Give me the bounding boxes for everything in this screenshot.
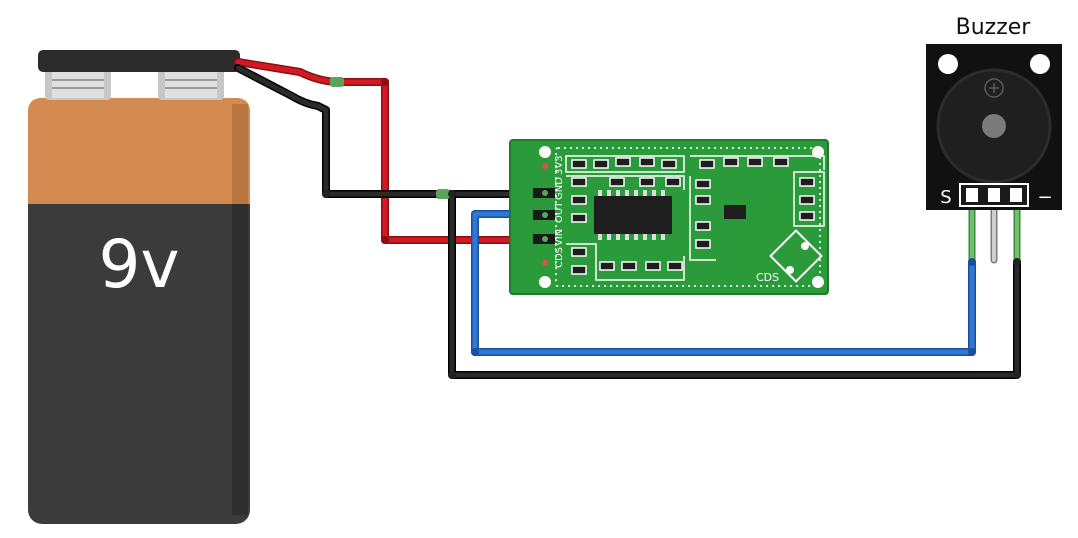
sensor-pin-header xyxy=(533,188,555,244)
battery: 9v xyxy=(28,50,250,524)
battery-cap-shade xyxy=(232,104,248,204)
buzzer-pin-signal-label: S xyxy=(940,187,951,208)
battery-cap xyxy=(28,98,250,204)
sensor-corner-label: CDS xyxy=(756,271,779,284)
pin-label-gnd: GND xyxy=(554,177,565,200)
buzzer-title: Buzzer xyxy=(956,15,1032,40)
sensor-diamond-element xyxy=(769,229,823,283)
battery-body xyxy=(28,98,250,524)
wire-junctions xyxy=(322,78,1021,379)
sensor-pin-labels: 3V3 GND OUT VIN CDS xyxy=(554,155,565,268)
battery-snap-connector xyxy=(38,50,240,72)
buzzer-module: Buzzer S − xyxy=(926,15,1062,210)
battery-label: 9v xyxy=(98,226,179,303)
sensor-smd-components xyxy=(571,157,815,275)
buzzer-pin-minus-label: − xyxy=(1037,187,1052,208)
sensor-ic-chip xyxy=(594,190,672,240)
battery-terminal-right xyxy=(158,68,224,100)
sensor-transistor xyxy=(724,205,746,219)
pin-label-cds: CDS xyxy=(554,247,565,268)
sensor-module: 3V3 GND OUT VIN CDS xyxy=(509,139,829,295)
pin-label-vin: VIN xyxy=(554,229,565,246)
pin-label-3v3: 3V3 xyxy=(554,155,565,175)
plus-icon xyxy=(984,78,1004,98)
pin-label-out: OUT xyxy=(554,201,565,223)
battery-body-shade xyxy=(232,110,248,515)
battery-terminal-left xyxy=(45,68,111,100)
